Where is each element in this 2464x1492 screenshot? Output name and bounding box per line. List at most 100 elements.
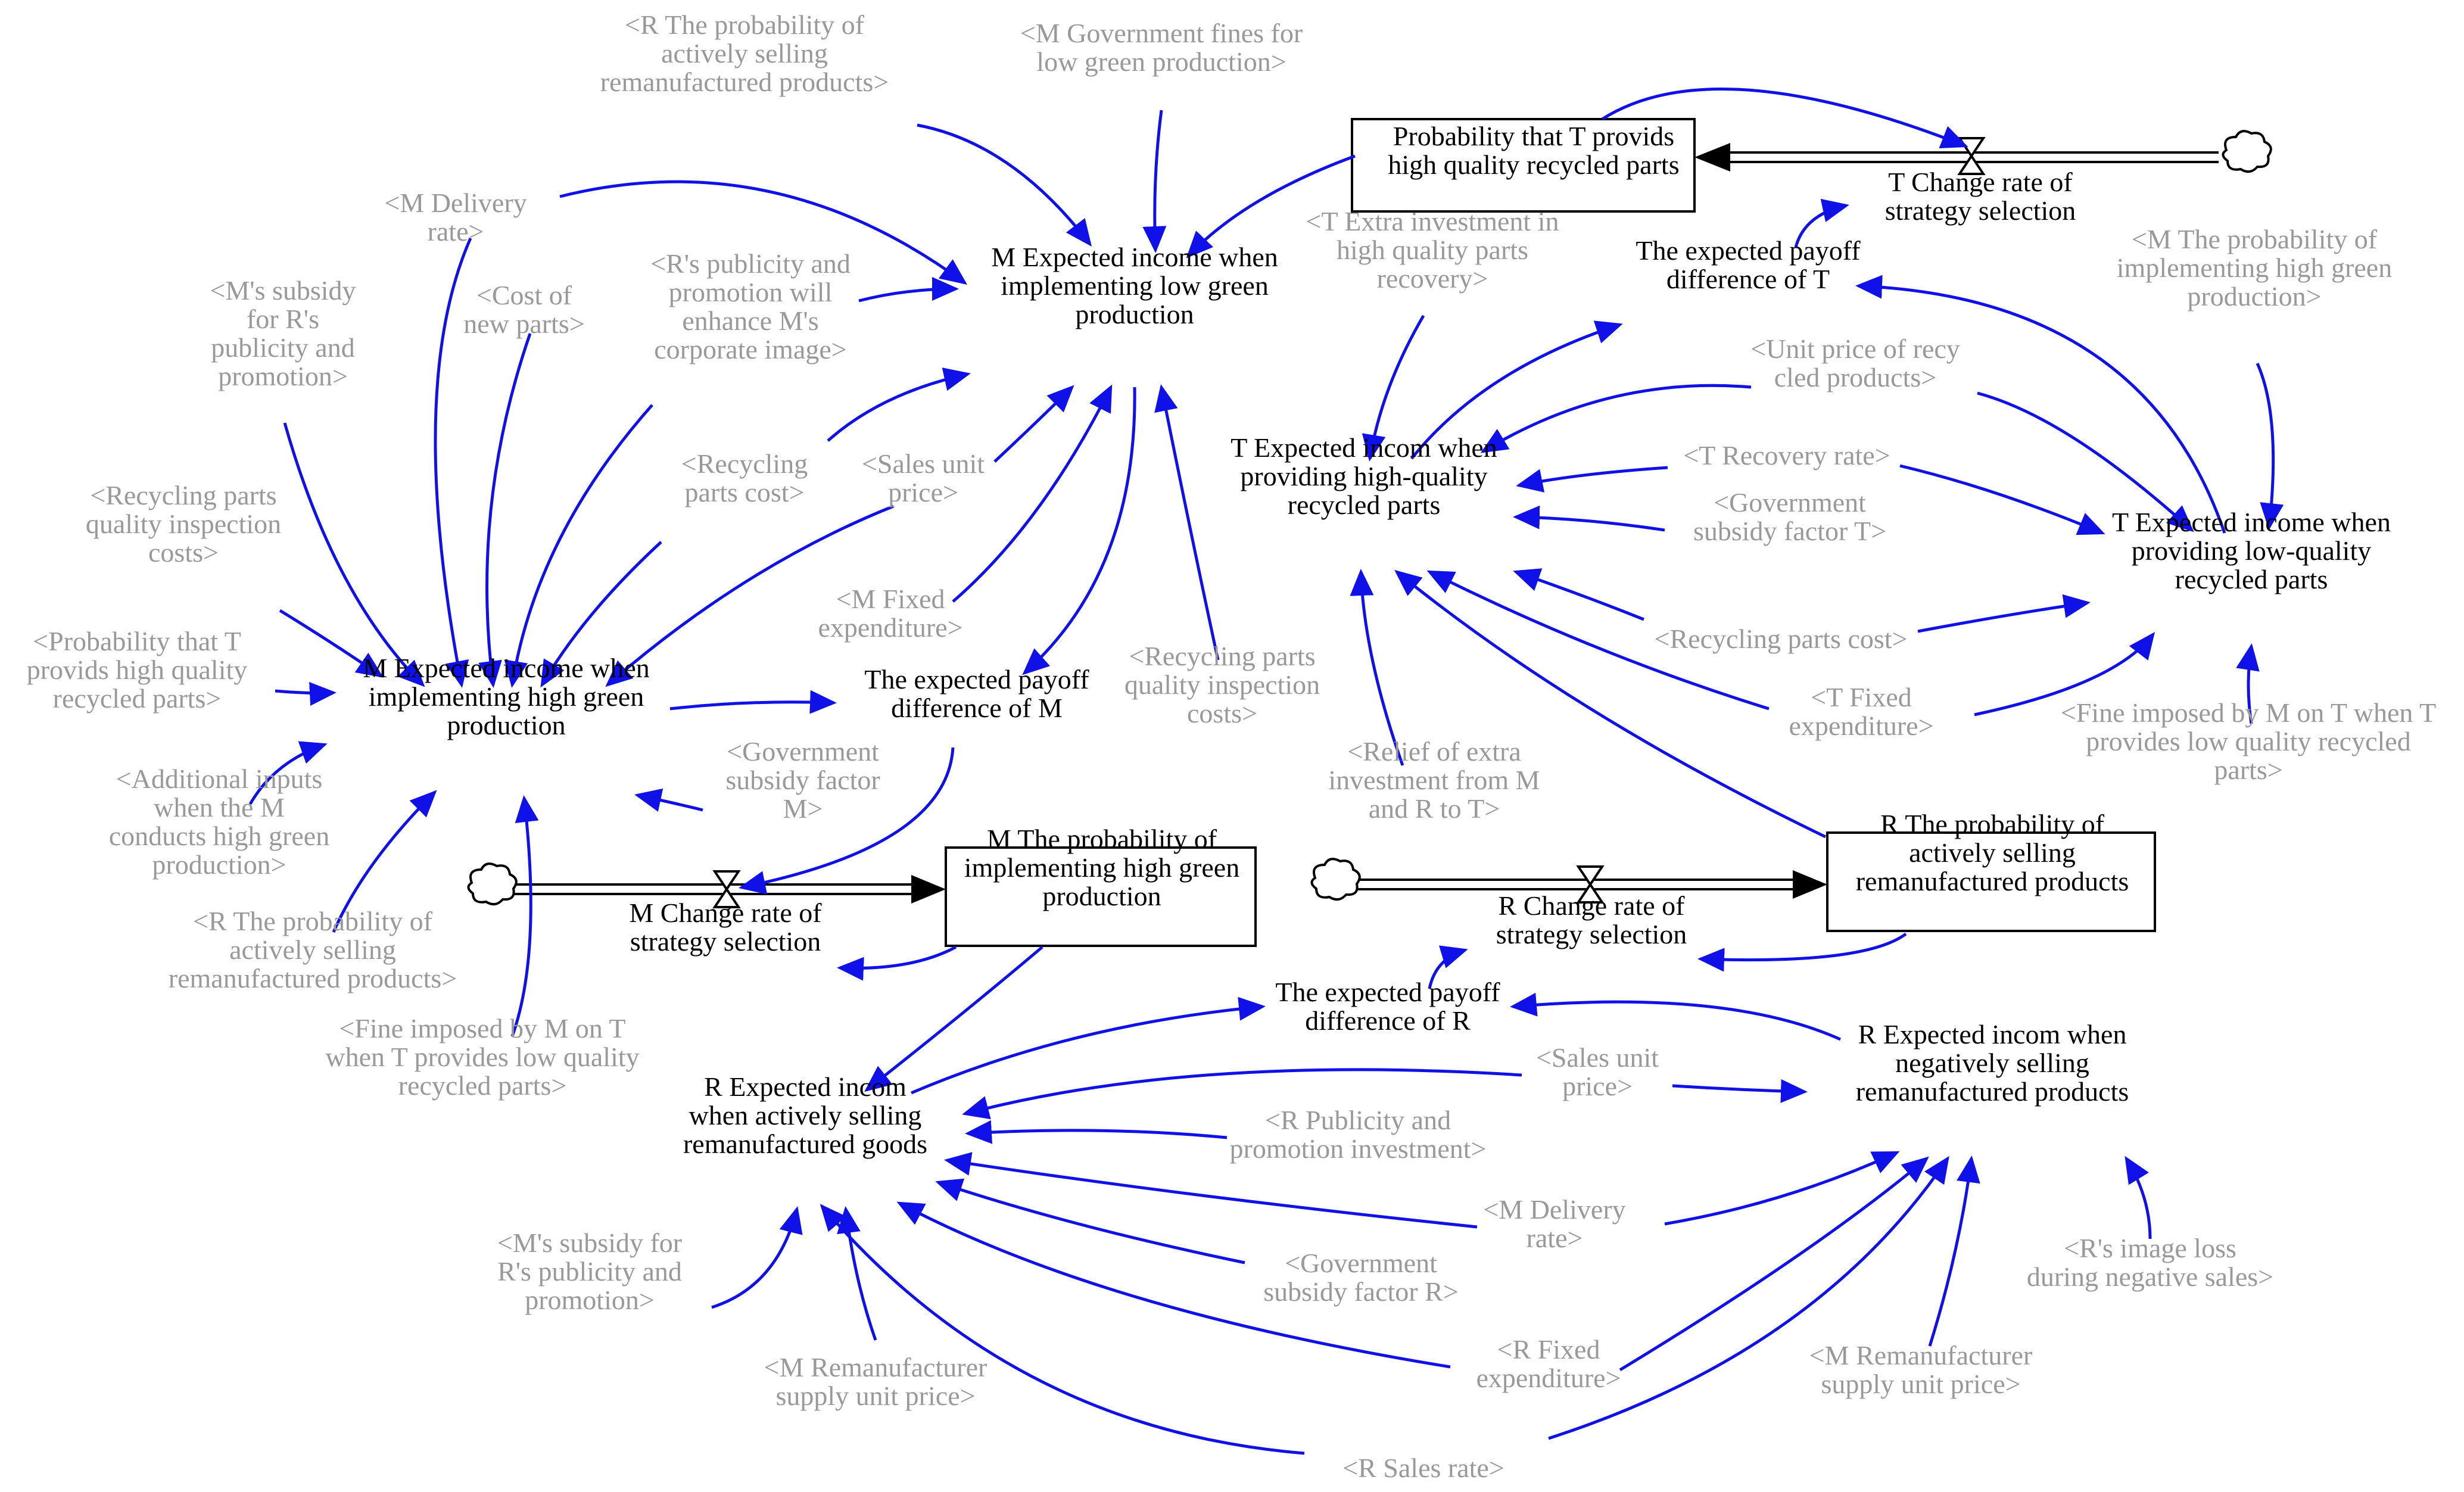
label-line: recycled parts> — [398, 1070, 567, 1101]
label-line: remanufactured goods — [683, 1129, 927, 1159]
label-line: quality inspection — [1124, 669, 1320, 700]
label-line: remanufactured products — [1856, 866, 2129, 896]
label-line: investment from M — [1328, 765, 1540, 795]
label-line: Probability that T provids — [1393, 121, 1674, 151]
label-line: recycled parts — [2175, 564, 2328, 594]
label-line: <R The probability of — [625, 10, 865, 40]
label-line: expenditure> — [818, 612, 962, 643]
label-line: actively selling — [229, 935, 396, 965]
label-line: <Cost of — [476, 280, 572, 310]
stock-box-r-probability — [1826, 831, 2156, 932]
label-line: T Expected incom when — [1231, 432, 1497, 463]
label-line: <R's publicity and — [650, 248, 851, 279]
label-line: recycled parts — [1288, 490, 1441, 520]
label-line: <Government — [727, 736, 879, 767]
label-line: recovery> — [1377, 263, 1488, 294]
label-line: <Recycling — [681, 448, 808, 479]
label-line: recycled parts> — [53, 683, 222, 714]
label-line: production — [1075, 299, 1194, 329]
label-line: and R to T> — [1369, 793, 1500, 824]
label-line: subsidy factor — [725, 765, 880, 795]
label-line: <M Remanufacturer — [1809, 1340, 2033, 1370]
label-line: providing low-quality — [2132, 535, 2371, 566]
label-line: <R Publicity and — [1265, 1105, 1451, 1135]
label-line: actively selling — [1909, 837, 2076, 868]
label-line: new parts> — [463, 309, 585, 339]
label-line: <Relief of extra — [1347, 736, 1521, 767]
label-line: remanufactured products> — [600, 67, 889, 97]
label-line: conducts high green — [109, 821, 329, 851]
label-line: expenditure> — [1789, 711, 1933, 741]
label-line: costs> — [1187, 698, 1257, 728]
label-line: <M Fixed — [836, 584, 945, 614]
label-line: production — [1042, 881, 1161, 911]
label-line: <Fine imposed by M on T when T — [2061, 697, 2436, 728]
shadow-t-recovery-rate: <T Recovery rate> — [1683, 440, 1890, 471]
label-line: supply unit price> — [775, 1381, 975, 1411]
label-line: promotion> — [525, 1285, 655, 1315]
label-line: The expected payoff — [864, 664, 1089, 694]
label-line: R's publicity and — [497, 1256, 682, 1287]
label-line: R Change rate of — [1499, 890, 1686, 921]
label-line: remanufactured products> — [169, 963, 457, 993]
label-line: production — [447, 710, 565, 740]
label-line: subsidy factor R> — [1263, 1276, 1458, 1307]
label-line: <M Delivery — [384, 188, 527, 218]
label-line: The expected payoff — [1275, 977, 1500, 1007]
cloud-icon-m — [467, 862, 518, 906]
label-line: R The probability of — [1880, 809, 2105, 839]
label-line: during negative sales> — [2027, 1261, 2273, 1292]
shadow-r-sales-rate: <R Sales rate> — [1342, 1453, 1504, 1483]
label-line: publicity and — [211, 332, 354, 363]
label-line: <Recycling parts — [1129, 641, 1315, 671]
label-line: <M Delivery — [1483, 1194, 1625, 1225]
label-line: parts cost> — [685, 477, 805, 507]
label-line: difference of R — [1305, 1005, 1471, 1036]
label-line: provids high quality — [27, 655, 248, 685]
label-line: <Sales unit — [862, 448, 985, 479]
label-line: M> — [783, 793, 823, 824]
label-line: R Expected incom when — [1858, 1019, 2127, 1049]
label-line: The expected payoff — [1636, 235, 1861, 266]
label-line: production> — [152, 849, 286, 880]
label-line: strategy selection — [630, 926, 821, 957]
label-line: <M Remanufacturer — [764, 1352, 988, 1382]
label-line: <T Fixed — [1811, 682, 1912, 712]
label-line: M The probability of — [987, 824, 1217, 854]
label-line: high quality parts — [1337, 235, 1528, 265]
label-line: low green production> — [1036, 46, 1286, 77]
label-line: <M's subsidy for — [497, 1228, 682, 1258]
flow-pipe-r — [1351, 870, 1827, 899]
stock-box-m-probability — [945, 846, 1257, 947]
label-line: corporate image> — [654, 334, 847, 365]
label-line: <R's image loss — [2064, 1233, 2236, 1263]
label-line: promotion> — [218, 361, 348, 391]
label-line: expenditure> — [1476, 1363, 1621, 1393]
label-line: <T Extra investment in — [1306, 206, 1559, 236]
